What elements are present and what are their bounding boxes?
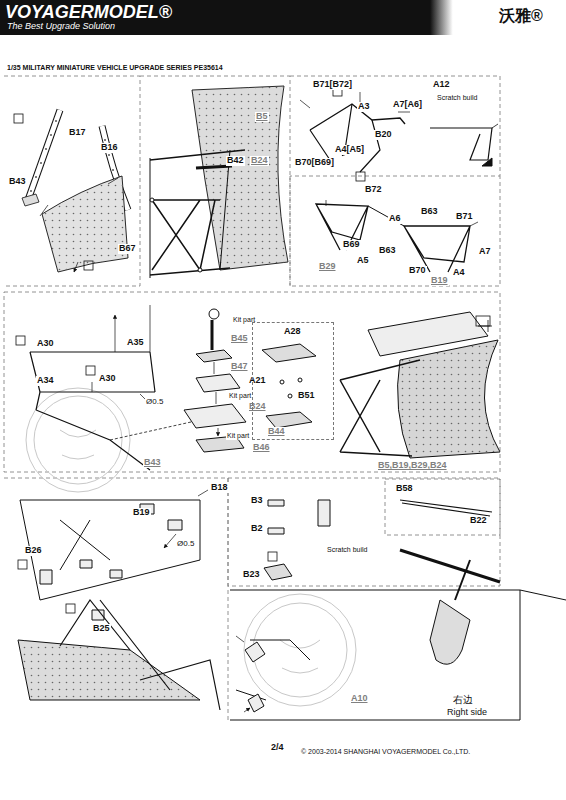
- part-number: B17: [68, 128, 87, 138]
- part-number: B19: [132, 508, 151, 518]
- part-number: 2/4: [270, 743, 285, 753]
- part-number: A34: [36, 376, 55, 386]
- part-number: B72: [364, 185, 383, 195]
- hull-side: [230, 560, 566, 720]
- part-number: A5: [356, 256, 370, 266]
- part-number: A4: [452, 268, 466, 278]
- part-number: B5,B19,B29,B24: [377, 461, 448, 471]
- inset-box: A28B51B44: [252, 322, 334, 440]
- part-number: B44: [267, 427, 286, 437]
- part-number: A6: [388, 214, 402, 224]
- part-number: B22: [469, 516, 488, 526]
- part-number: A35: [126, 338, 145, 348]
- brand-name: VOYAGERMODEL®: [4, 3, 173, 23]
- part-number: B67: [118, 244, 137, 254]
- part-number: A10: [350, 694, 369, 704]
- part-number: B70: [408, 266, 427, 276]
- part-number: B5: [255, 112, 269, 122]
- part-number: A30: [36, 339, 55, 349]
- part-number: A3: [357, 102, 371, 112]
- part-number: A7: [478, 247, 492, 257]
- part-number: B43: [8, 177, 27, 187]
- part-number: B46: [252, 443, 271, 453]
- part-number: B63: [420, 207, 439, 217]
- part-number: B47: [230, 362, 249, 372]
- note-text: Scratch build: [436, 94, 478, 102]
- part-number: A4[A5]: [334, 145, 365, 155]
- note-text: Scratch build: [326, 546, 368, 554]
- part-number: A12: [432, 80, 451, 90]
- note-text: 右边: [452, 694, 474, 705]
- frame-assembly: [316, 200, 478, 272]
- series-title: 1/35 MILITARY MINIATURE VEHICLE UPGRADE …: [6, 64, 224, 72]
- part-number: B42: [226, 156, 245, 166]
- part-number: B20: [374, 130, 393, 140]
- note-text: Kit part: [228, 392, 252, 400]
- fender-assembly: [340, 312, 500, 458]
- note-text: Ø0.5: [176, 540, 195, 549]
- plate-stack: [184, 309, 246, 452]
- note-text: Kit part: [226, 432, 250, 440]
- brand-name: 沃雅®: [498, 7, 544, 25]
- bracket-assembly: [18, 490, 220, 710]
- part-number: B23: [242, 570, 261, 580]
- part-number: A30: [98, 374, 117, 384]
- scratch-parts: [264, 500, 500, 582]
- part-number: B2: [250, 524, 264, 534]
- part-number: B19: [430, 276, 449, 286]
- note-text: Ø0.5: [145, 398, 164, 407]
- part-number: B24: [248, 402, 267, 412]
- ladder-frame: [16, 305, 200, 470]
- part-number: B25: [92, 624, 111, 634]
- header-band: VOYAGERMODEL®The Best Upgrade Solution 沃雅…: [0, 0, 566, 35]
- part-number: A28: [283, 327, 302, 337]
- rail-parts: [14, 110, 128, 272]
- panel-border: [4, 76, 500, 722]
- part-number: B24: [250, 156, 269, 166]
- part-number: A7[A6]: [392, 100, 423, 110]
- part-number: B43: [143, 458, 162, 468]
- inset-box: B58B22: [385, 480, 500, 535]
- part-number: B58: [395, 484, 414, 494]
- slogan: The Best Upgrade Solution: [6, 22, 116, 32]
- inset-box: B3B2Scratch buildB23 B58B22: [230, 480, 503, 586]
- part-number: B3: [250, 496, 264, 506]
- part-number: B63: [378, 246, 397, 256]
- part-number: B69: [342, 240, 361, 250]
- inset-parts: [262, 344, 316, 428]
- part-number: B16: [100, 143, 119, 153]
- part-number: B26: [24, 546, 43, 556]
- part-number: B29: [318, 262, 337, 272]
- part-number: B18: [210, 483, 229, 493]
- part-number: B51: [297, 391, 316, 401]
- part-number: B71[B72]: [312, 80, 353, 90]
- part-number: A21: [248, 376, 267, 386]
- part-number: B45: [230, 334, 249, 344]
- note-text: Right side: [446, 708, 488, 718]
- fender-assembly: [150, 86, 288, 278]
- part-number: B71: [455, 212, 474, 222]
- part-number: B70[B69]: [294, 158, 335, 168]
- note-text: © 2003-2014 SHANGHAI VOYAGERMODEL Co.,LT…: [300, 748, 471, 756]
